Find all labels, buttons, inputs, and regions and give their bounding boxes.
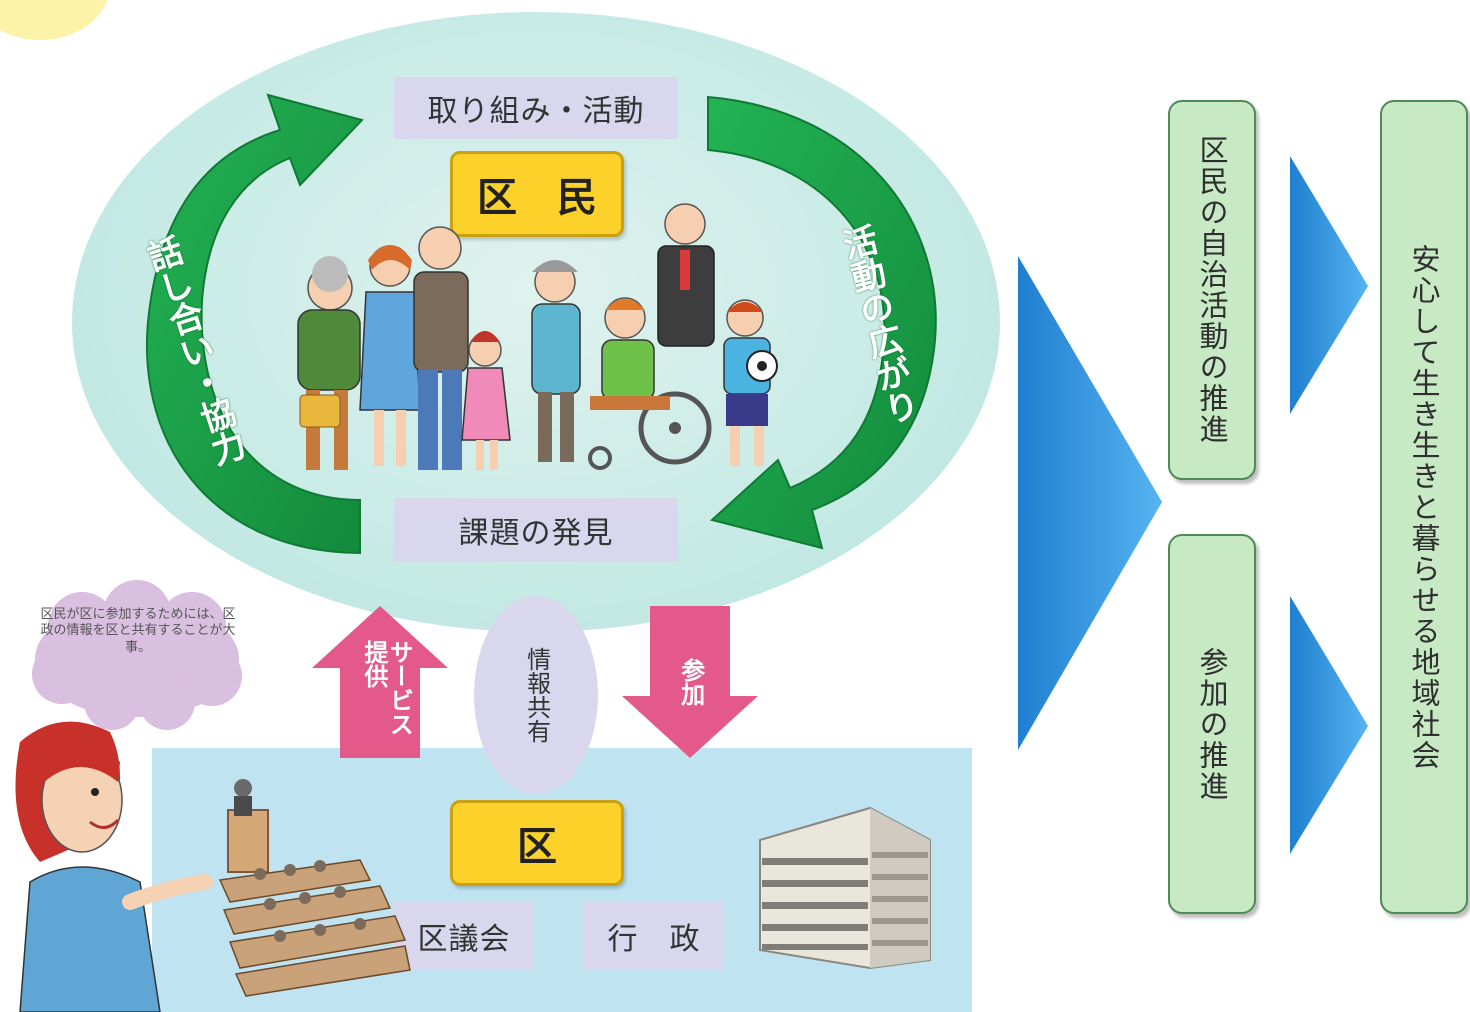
- issues-label: 課題の発見: [394, 498, 678, 562]
- office-building-icon: [759, 806, 931, 970]
- flow-arrows: [312, 606, 758, 758]
- ward-label: 区: [450, 800, 624, 886]
- person-woman-blue: [359, 245, 421, 466]
- assembly-label: 区議会: [394, 902, 534, 970]
- left-cycle-arrow: [145, 93, 364, 555]
- residents-label: 区 民: [450, 151, 624, 237]
- speech-bubble-text: 区民が区に参加するためには、区政の情報を区と共有することが大事。: [40, 607, 236, 655]
- assembly-hall-icon: [218, 779, 411, 997]
- outcome-box-participation: 参加の推進: [1168, 534, 1256, 914]
- service-label: サービス提供: [360, 640, 414, 736]
- right-cycle-arrow: [707, 95, 937, 550]
- person-man-suit: [657, 203, 715, 347]
- person-old-man-cap: [531, 260, 581, 462]
- person-elderly-woman: [297, 256, 361, 470]
- administration-label: 行 政: [584, 902, 724, 970]
- info-share-oval: 情報共有: [474, 596, 598, 794]
- service-up-arrow: [312, 606, 448, 758]
- participation-down-arrow: [622, 606, 758, 758]
- person-man-brown: [413, 226, 469, 470]
- activity-label: 取り組み・活動: [394, 77, 678, 139]
- residents-group-icon: [297, 203, 778, 470]
- small-chevron-upper-icon: [1290, 156, 1368, 414]
- participation-label: 参加: [676, 658, 705, 706]
- person-girl-pink: [461, 331, 511, 470]
- speech-cloud-icon: [32, 580, 242, 730]
- small-chevron-lower-icon: [1290, 596, 1368, 854]
- person-wheelchair: [588, 297, 712, 470]
- person-boy-ball: [723, 299, 778, 466]
- final-outcome-box: 安心して生き生きと暮らせる地域社会: [1380, 100, 1468, 914]
- woman-guide-icon: [15, 721, 213, 1012]
- big-chevron-icon: [1018, 256, 1162, 750]
- outcome-box-autonomy: 区民の自治活動の推進: [1168, 100, 1256, 480]
